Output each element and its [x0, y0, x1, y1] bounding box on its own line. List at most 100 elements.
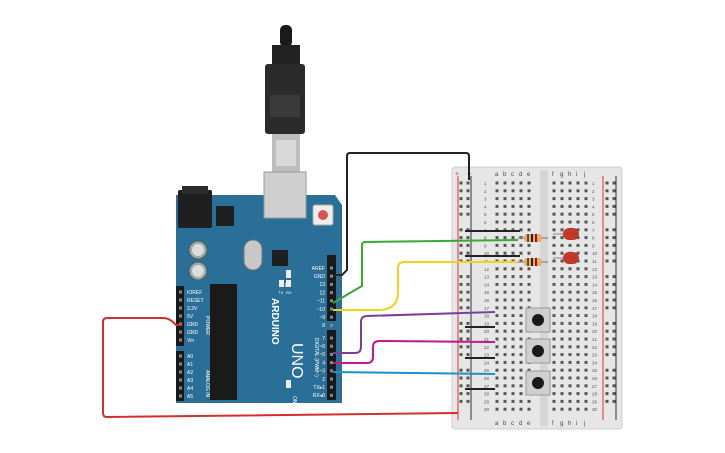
wire-purple-pin5[interactable] — [333, 311, 496, 354]
wire-blue-pin3[interactable] — [332, 371, 496, 375]
breadboard-hole[interactable] — [519, 275, 523, 279]
breadboard-hole[interactable] — [511, 236, 515, 240]
breadboard-hole[interactable] — [503, 267, 507, 271]
rail-hole[interactable] — [605, 236, 609, 240]
breadboard-hole[interactable] — [584, 181, 588, 185]
breadboard-hole[interactable] — [495, 306, 499, 310]
rail-hole[interactable] — [459, 376, 463, 380]
breadboard-hole[interactable] — [552, 259, 556, 263]
breadboard-hole[interactable] — [511, 353, 515, 357]
rail-hole[interactable] — [612, 189, 616, 193]
rail-hole[interactable] — [466, 189, 470, 193]
breadboard-hole[interactable] — [503, 368, 507, 372]
breadboard-hole[interactable] — [519, 212, 523, 216]
breadboard-hole[interactable] — [511, 282, 515, 286]
rail-hole[interactable] — [605, 189, 609, 193]
breadboard-hole[interactable] — [568, 376, 572, 380]
arduino-uno-board[interactable]: L TX RX ON ARDUINO UNO DIGITAL (PWM~) PO… — [176, 171, 342, 404]
rail-hole[interactable] — [466, 204, 470, 208]
breadboard-hole[interactable] — [576, 204, 580, 208]
breadboard-hole[interactable] — [552, 384, 556, 388]
breadboard-hole[interactable] — [576, 392, 580, 396]
rail-hole[interactable] — [612, 337, 616, 341]
rail-hole[interactable] — [459, 204, 463, 208]
breadboard-hole[interactable] — [519, 243, 523, 247]
rail-hole[interactable] — [466, 306, 470, 310]
header-pin[interactable] — [179, 290, 182, 294]
usb-cable[interactable] — [265, 25, 305, 172]
header-pin[interactable] — [330, 274, 333, 278]
breadboard-hole[interactable] — [519, 290, 523, 294]
breadboard-hole[interactable] — [584, 407, 588, 411]
breadboard-hole[interactable] — [576, 282, 580, 286]
breadboard-hole[interactable] — [576, 329, 580, 333]
breadboard-hole[interactable] — [503, 298, 507, 302]
rail-hole[interactable] — [459, 353, 463, 357]
breadboard-hole[interactable] — [568, 298, 572, 302]
breadboard-hole[interactable] — [568, 290, 572, 294]
breadboard-hole[interactable] — [519, 368, 523, 372]
breadboard-hole[interactable] — [503, 228, 507, 232]
rail-hole[interactable] — [466, 228, 470, 232]
breadboard-hole[interactable] — [568, 282, 572, 286]
header-pin[interactable] — [179, 314, 182, 318]
breadboard-hole[interactable] — [519, 189, 523, 193]
header-pin[interactable] — [179, 362, 182, 366]
breadboard-hole[interactable] — [560, 345, 564, 349]
breadboard-hole[interactable] — [527, 197, 531, 201]
breadboard-hole[interactable] — [511, 321, 515, 325]
rail-hole[interactable] — [605, 353, 609, 357]
breadboard-hole[interactable] — [552, 376, 556, 380]
breadboard-hole[interactable] — [560, 236, 564, 240]
breadboard-hole[interactable] — [495, 212, 499, 216]
breadboard-hole[interactable] — [576, 290, 580, 294]
breadboard-hole[interactable] — [560, 329, 564, 333]
breadboard-hole[interactable] — [560, 392, 564, 396]
rail-hole[interactable] — [612, 236, 616, 240]
breadboard-hole[interactable] — [519, 267, 523, 271]
wire-black-gnd[interactable] — [333, 152, 470, 276]
header-pin[interactable] — [330, 352, 333, 356]
breadboard-hole[interactable] — [576, 212, 580, 216]
breadboard-hole[interactable] — [511, 197, 515, 201]
rail-hole[interactable] — [605, 376, 609, 380]
breadboard-hole[interactable] — [495, 399, 499, 403]
rail-hole[interactable] — [612, 353, 616, 357]
rail-hole[interactable] — [605, 384, 609, 388]
breadboard-hole[interactable] — [584, 282, 588, 286]
breadboard-hole[interactable] — [527, 212, 531, 216]
rail-hole[interactable] — [612, 306, 616, 310]
breadboard-hole[interactable] — [527, 251, 531, 255]
header-pin[interactable] — [330, 282, 333, 286]
rail-hole[interactable] — [466, 181, 470, 185]
breadboard-hole[interactable] — [568, 399, 572, 403]
rail-hole[interactable] — [459, 399, 463, 403]
breadboard-hole[interactable] — [495, 251, 499, 255]
breadboard-hole[interactable] — [552, 181, 556, 185]
breadboard-hole[interactable] — [511, 368, 515, 372]
breadboard-hole[interactable] — [511, 376, 515, 380]
breadboard-hole[interactable] — [568, 321, 572, 325]
breadboard-hole[interactable] — [576, 407, 580, 411]
header-pin[interactable] — [330, 377, 333, 381]
breadboard-hole[interactable] — [511, 220, 515, 224]
rail-hole[interactable] — [466, 384, 470, 388]
breadboard-hole[interactable] — [584, 259, 588, 263]
breadboard-hole[interactable] — [552, 337, 556, 341]
rail-hole[interactable] — [459, 189, 463, 193]
breadboard-hole[interactable] — [519, 282, 523, 286]
breadboard-hole[interactable] — [511, 212, 515, 216]
breadboard-hole[interactable] — [584, 251, 588, 255]
breadboard-hole[interactable] — [584, 360, 588, 364]
rail-hole[interactable] — [605, 181, 609, 185]
rail-hole[interactable] — [466, 376, 470, 380]
resistor[interactable] — [518, 234, 548, 242]
breadboard-hole[interactable] — [576, 243, 580, 247]
rail-hole[interactable] — [459, 337, 463, 341]
breadboard-hole[interactable] — [519, 306, 523, 310]
header-pin[interactable] — [330, 361, 333, 365]
breadboard-hole[interactable] — [552, 236, 556, 240]
breadboard-hole[interactable] — [495, 197, 499, 201]
rail-hole[interactable] — [459, 228, 463, 232]
breadboard-hole[interactable] — [560, 251, 564, 255]
